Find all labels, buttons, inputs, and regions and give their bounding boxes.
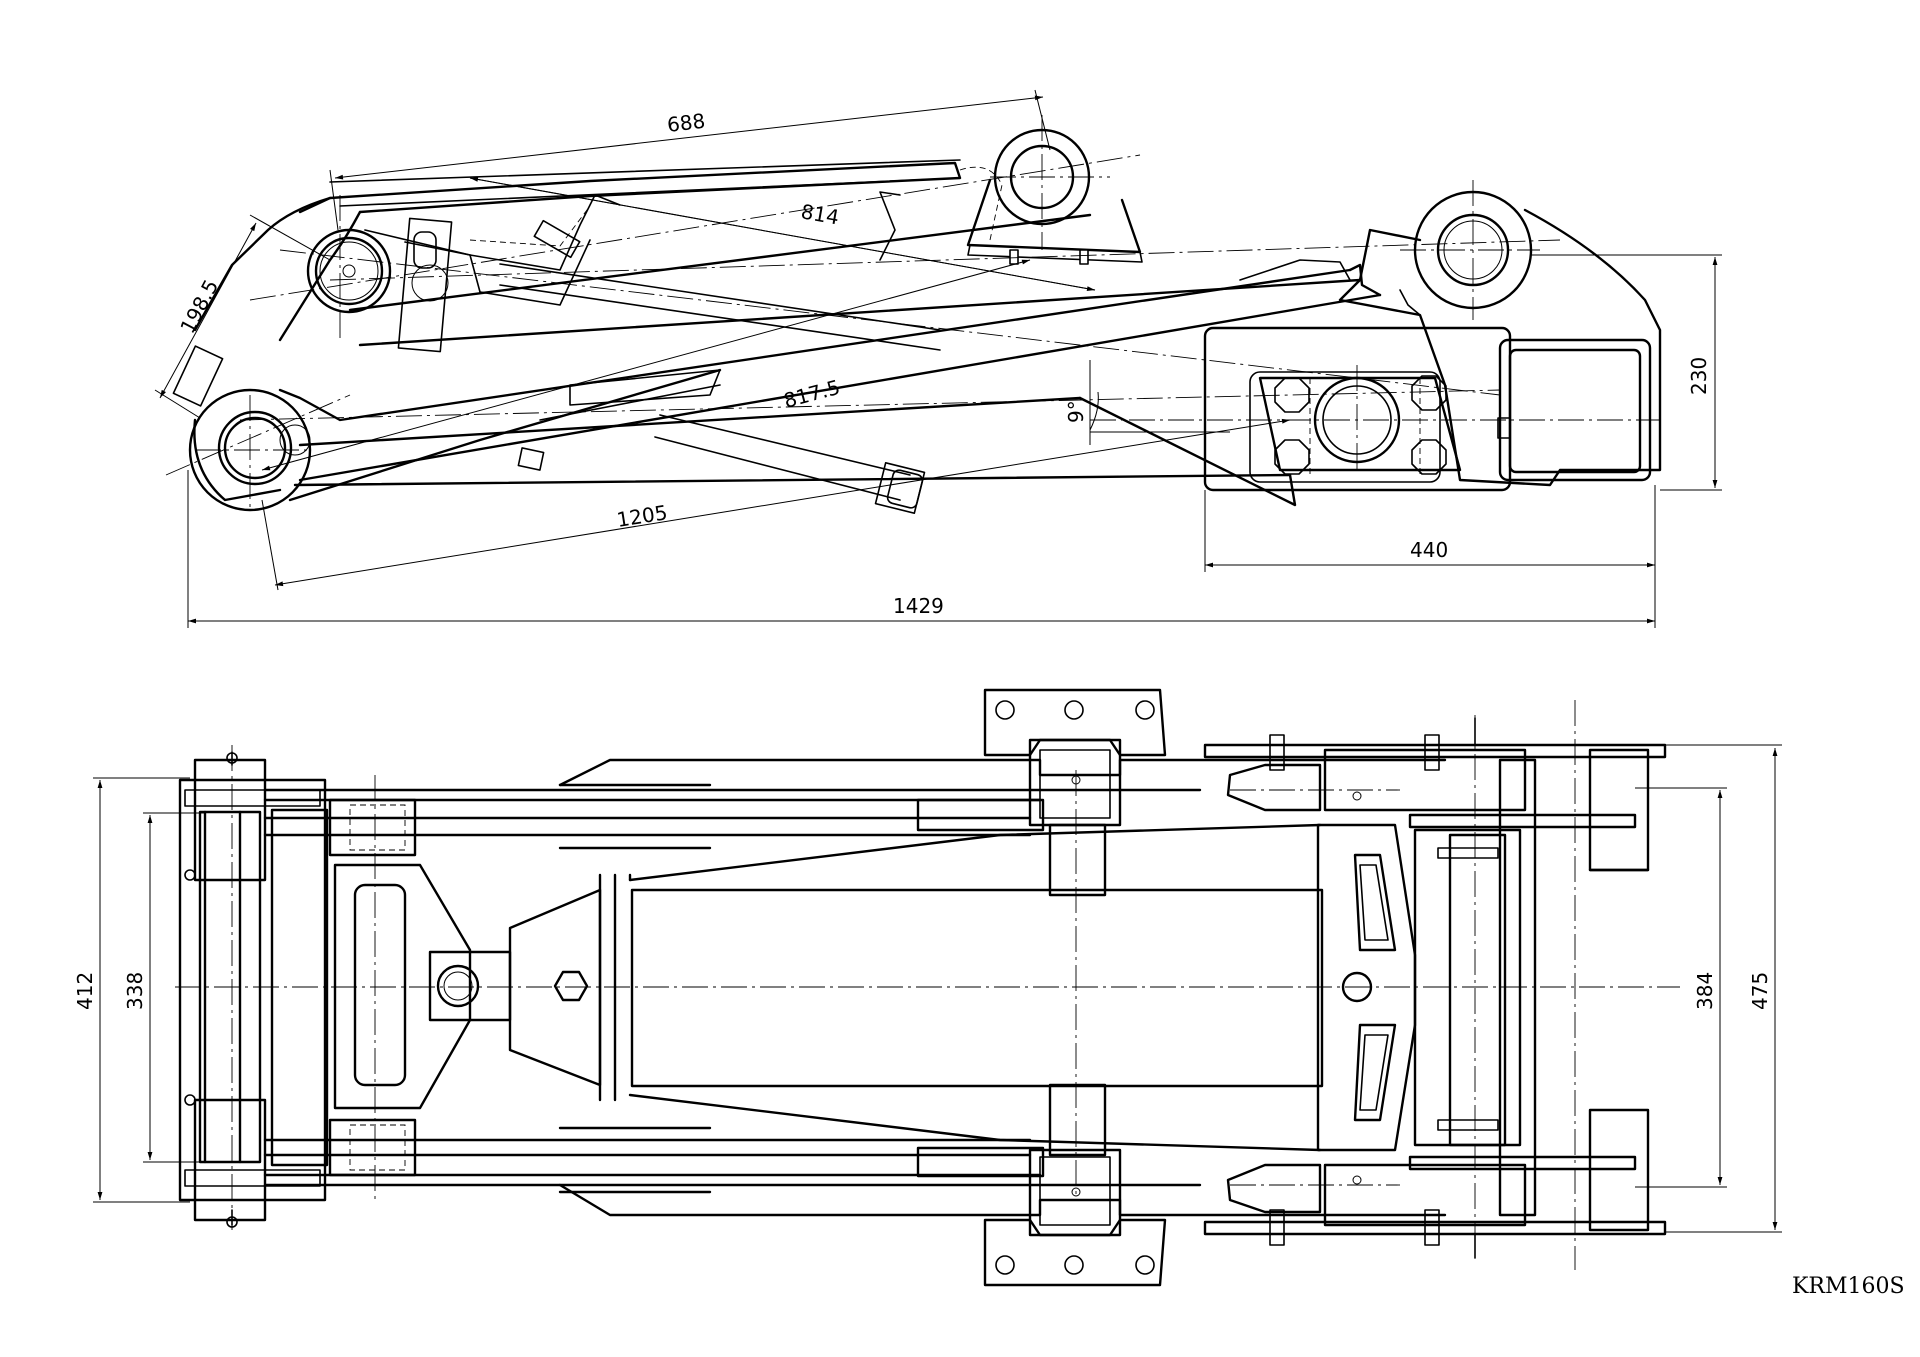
cross-frame (333, 863, 472, 1110)
dim-1205: 1205 (615, 500, 669, 532)
upper-pivot-bracket (959, 128, 1143, 265)
dim-9-degree: 9° (1064, 400, 1088, 423)
dim-198-5: 198.5 (175, 276, 223, 338)
top-view: 412 338 384 475 (73, 688, 1782, 1287)
lower-side-rails (263, 1093, 1447, 1217)
upper-side-rails (263, 758, 1447, 882)
dim-688: 688 (666, 109, 707, 137)
dim-412: 412 (73, 972, 97, 1010)
left-upper-pin (306, 217, 453, 353)
side-dimensions: 688 814 817.5 1205 198.5 9° (154, 89, 1722, 628)
drawing-code-label: KRM160S (1792, 1274, 1905, 1299)
dim-814: 814 (799, 199, 841, 229)
cylinder-rod-end (874, 461, 926, 515)
dim-817-5: 817.5 (781, 375, 843, 413)
mount-plate (1203, 326, 1652, 492)
central-body (428, 873, 1324, 1102)
right-crosshead (1316, 823, 1417, 1152)
dim-384: 384 (1693, 972, 1717, 1010)
side-center-lines (165, 115, 1660, 510)
bottom-mount-bracket (983, 1083, 1167, 1287)
dim-475: 475 (1748, 972, 1772, 1010)
left-lower-pin (172, 345, 312, 512)
dim-338: 338 (123, 972, 147, 1010)
top-mount-bracket (983, 688, 1167, 897)
top-dimensions: 412 338 384 475 (73, 744, 1782, 1233)
side-view: 688 814 817.5 1205 198.5 9° (154, 89, 1722, 628)
dim-1429: 1429 (893, 594, 944, 618)
dim-230: 230 (1687, 357, 1711, 395)
dim-440: 440 (1410, 538, 1448, 562)
top-center-lines (175, 700, 1680, 1270)
right-end-frame (1203, 717, 1667, 1259)
